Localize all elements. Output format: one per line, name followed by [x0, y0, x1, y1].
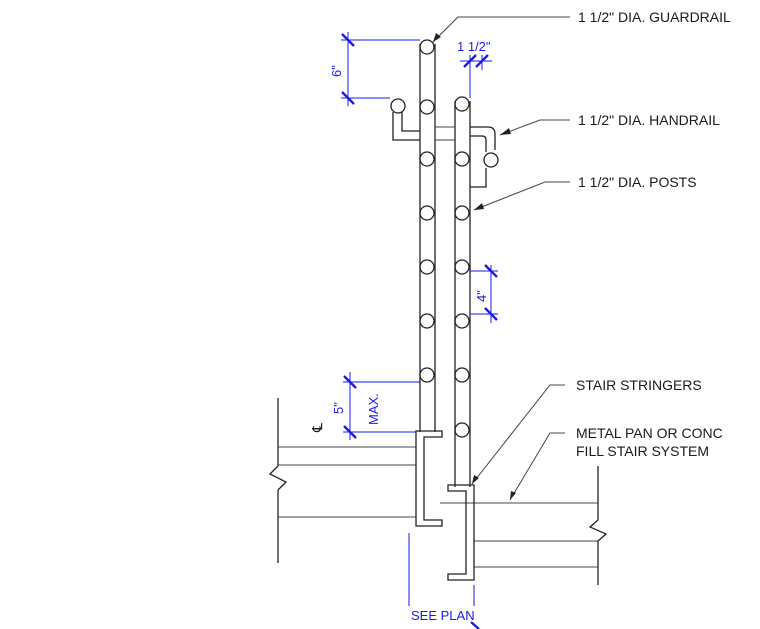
centerline-symbol: ℄ — [309, 423, 325, 433]
floor-lines — [278, 446, 598, 568]
handrail-bracket-right — [470, 126, 499, 188]
inner-post — [454, 96, 471, 487]
right-wall — [588, 466, 608, 585]
callout-handrail: 1 1/2" DIA. HANDRAIL — [578, 112, 720, 128]
handrail-bracket-left — [390, 98, 420, 141]
callout-posts: 1 1/2" DIA. POSTS — [578, 174, 697, 190]
leader-lines — [432, 16, 570, 501]
dim-spacing-4in — [470, 264, 498, 323]
dim-bottom-5in — [343, 372, 420, 440]
dim-label-5in: 5" — [331, 402, 346, 414]
stair-stringer-lower — [447, 484, 475, 581]
dim-top-6in — [341, 32, 420, 106]
dim-label-4in: 4" — [474, 290, 489, 302]
dim-label-see-plan: SEE PLAN — [411, 608, 475, 623]
callout-stair-stringers: STAIR STRINGERS — [576, 377, 702, 393]
callout-pan-line2: FILL STAIR SYSTEM — [576, 443, 709, 459]
stair-stringer-upper — [415, 430, 443, 527]
guardrail-post — [419, 39, 436, 432]
dim-label-1-5in: 1 1/2" — [457, 39, 491, 54]
callout-pan-line1: METAL PAN OR CONC — [576, 425, 723, 441]
dim-width-1-5in — [460, 54, 492, 98]
dim-label-6in: 6" — [329, 65, 344, 77]
dim-see-plan — [408, 533, 480, 629]
callout-guardrail: 1 1/2" DIA. GUARDRAIL — [578, 9, 731, 25]
dim-label-max: MAX. — [366, 393, 381, 425]
left-wall — [268, 398, 288, 563]
